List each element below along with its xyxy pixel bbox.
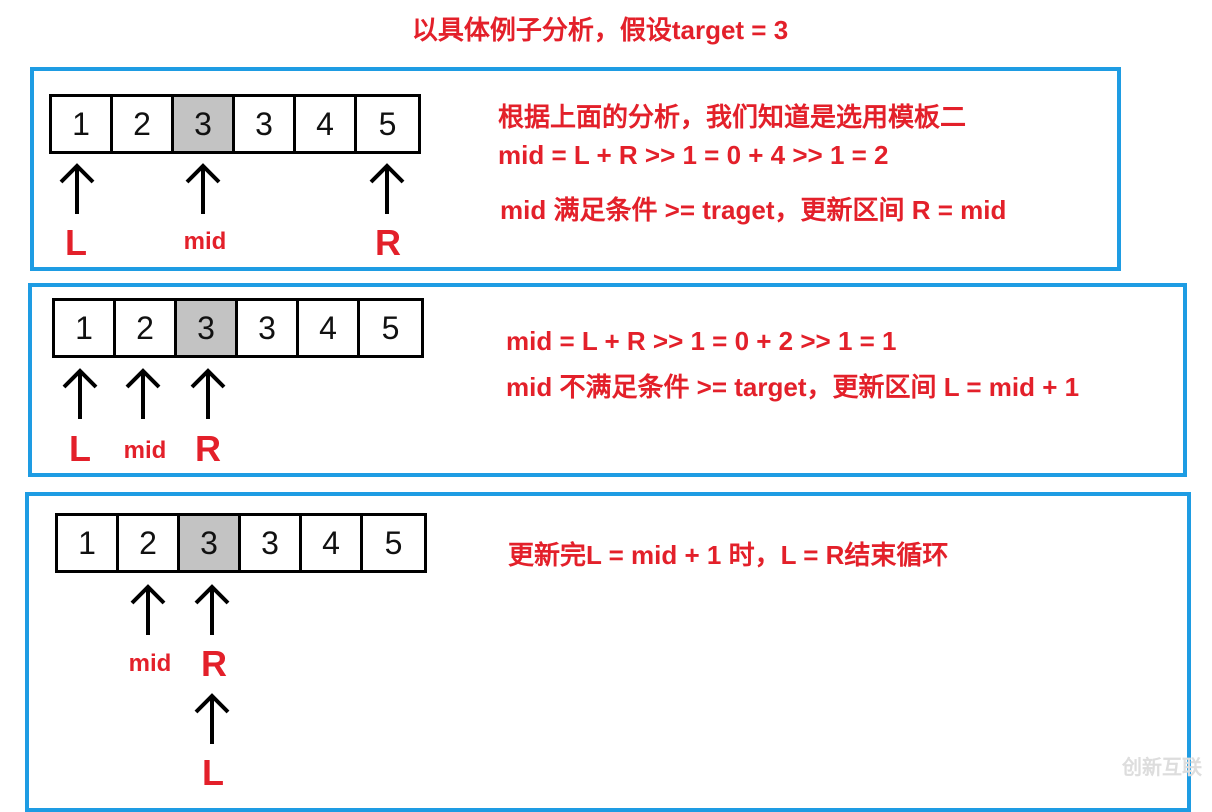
pointer-L: L xyxy=(65,222,87,263)
array-step-1: 1 2 3 3 4 5 xyxy=(49,94,421,154)
array-cell: 3 xyxy=(238,301,299,355)
arrow-up-icon xyxy=(194,584,230,635)
step-1-line: mid 满足条件 >= traget，更新区间 R = mid xyxy=(500,195,1007,225)
arrow-up-icon xyxy=(194,693,230,744)
arrow-up-icon xyxy=(130,584,166,635)
array-cell: 5 xyxy=(378,105,397,142)
pointer-mid: mid xyxy=(128,650,172,677)
array-cell: 3 xyxy=(235,97,296,151)
array-cell-highlighted: 3 xyxy=(174,97,235,151)
array-cell: 4 xyxy=(302,516,363,570)
array-cell: 2 xyxy=(119,516,180,570)
step-1-line: mid = L + R >> 1 = 0 + 4 >> 1 = 2 xyxy=(498,140,889,170)
arrow-up-icon xyxy=(62,368,98,419)
pointer-mid: mid xyxy=(123,437,167,464)
arrow-up-icon xyxy=(369,163,405,214)
pointer-R: R xyxy=(201,643,227,684)
step-2-line: mid = L + R >> 1 = 0 + 2 >> 1 = 1 xyxy=(506,326,897,356)
array-cell: 1 xyxy=(52,97,113,151)
array-step-2: 1 2 3 3 4 5 xyxy=(52,298,424,358)
array-cell: 3 xyxy=(241,516,302,570)
step-1-panel xyxy=(30,67,1121,271)
arrow-up-icon xyxy=(190,368,226,419)
pointer-mid: mid xyxy=(183,228,227,255)
pointer-L: L xyxy=(69,428,91,469)
step-2-panel xyxy=(28,283,1187,477)
array-cell: 5 xyxy=(381,309,400,346)
pointer-L: L xyxy=(202,752,224,793)
array-cell: 4 xyxy=(296,97,357,151)
pointer-R: R xyxy=(375,222,401,263)
array-cell: 1 xyxy=(55,301,116,355)
arrow-up-icon xyxy=(59,163,95,214)
array-step-3: 1 2 3 3 4 5 xyxy=(55,513,427,573)
array-cell: 1 xyxy=(58,516,119,570)
array-cell-highlighted: 3 xyxy=(180,516,241,570)
diagram-title: 以具体例子分析，假设target = 3 xyxy=(411,15,789,45)
array-cell: 5 xyxy=(384,524,403,561)
watermark-logo: 创新互联 xyxy=(1122,757,1202,779)
array-cell: 2 xyxy=(113,97,174,151)
pointer-R: R xyxy=(195,428,221,469)
step-2-line: mid 不满足条件 >= target，更新区间 L = mid + 1 xyxy=(506,372,1080,402)
array-cell: 2 xyxy=(116,301,177,355)
array-cell-highlighted: 3 xyxy=(177,301,238,355)
arrow-up-icon xyxy=(125,368,161,419)
step-1-line: 根据上面的分析，我们知道是选用模板二 xyxy=(498,102,967,132)
step-3-line: 更新完L = mid + 1 时，L = R结束循环 xyxy=(508,540,949,570)
array-cell: 4 xyxy=(299,301,360,355)
arrow-up-icon xyxy=(185,163,221,214)
